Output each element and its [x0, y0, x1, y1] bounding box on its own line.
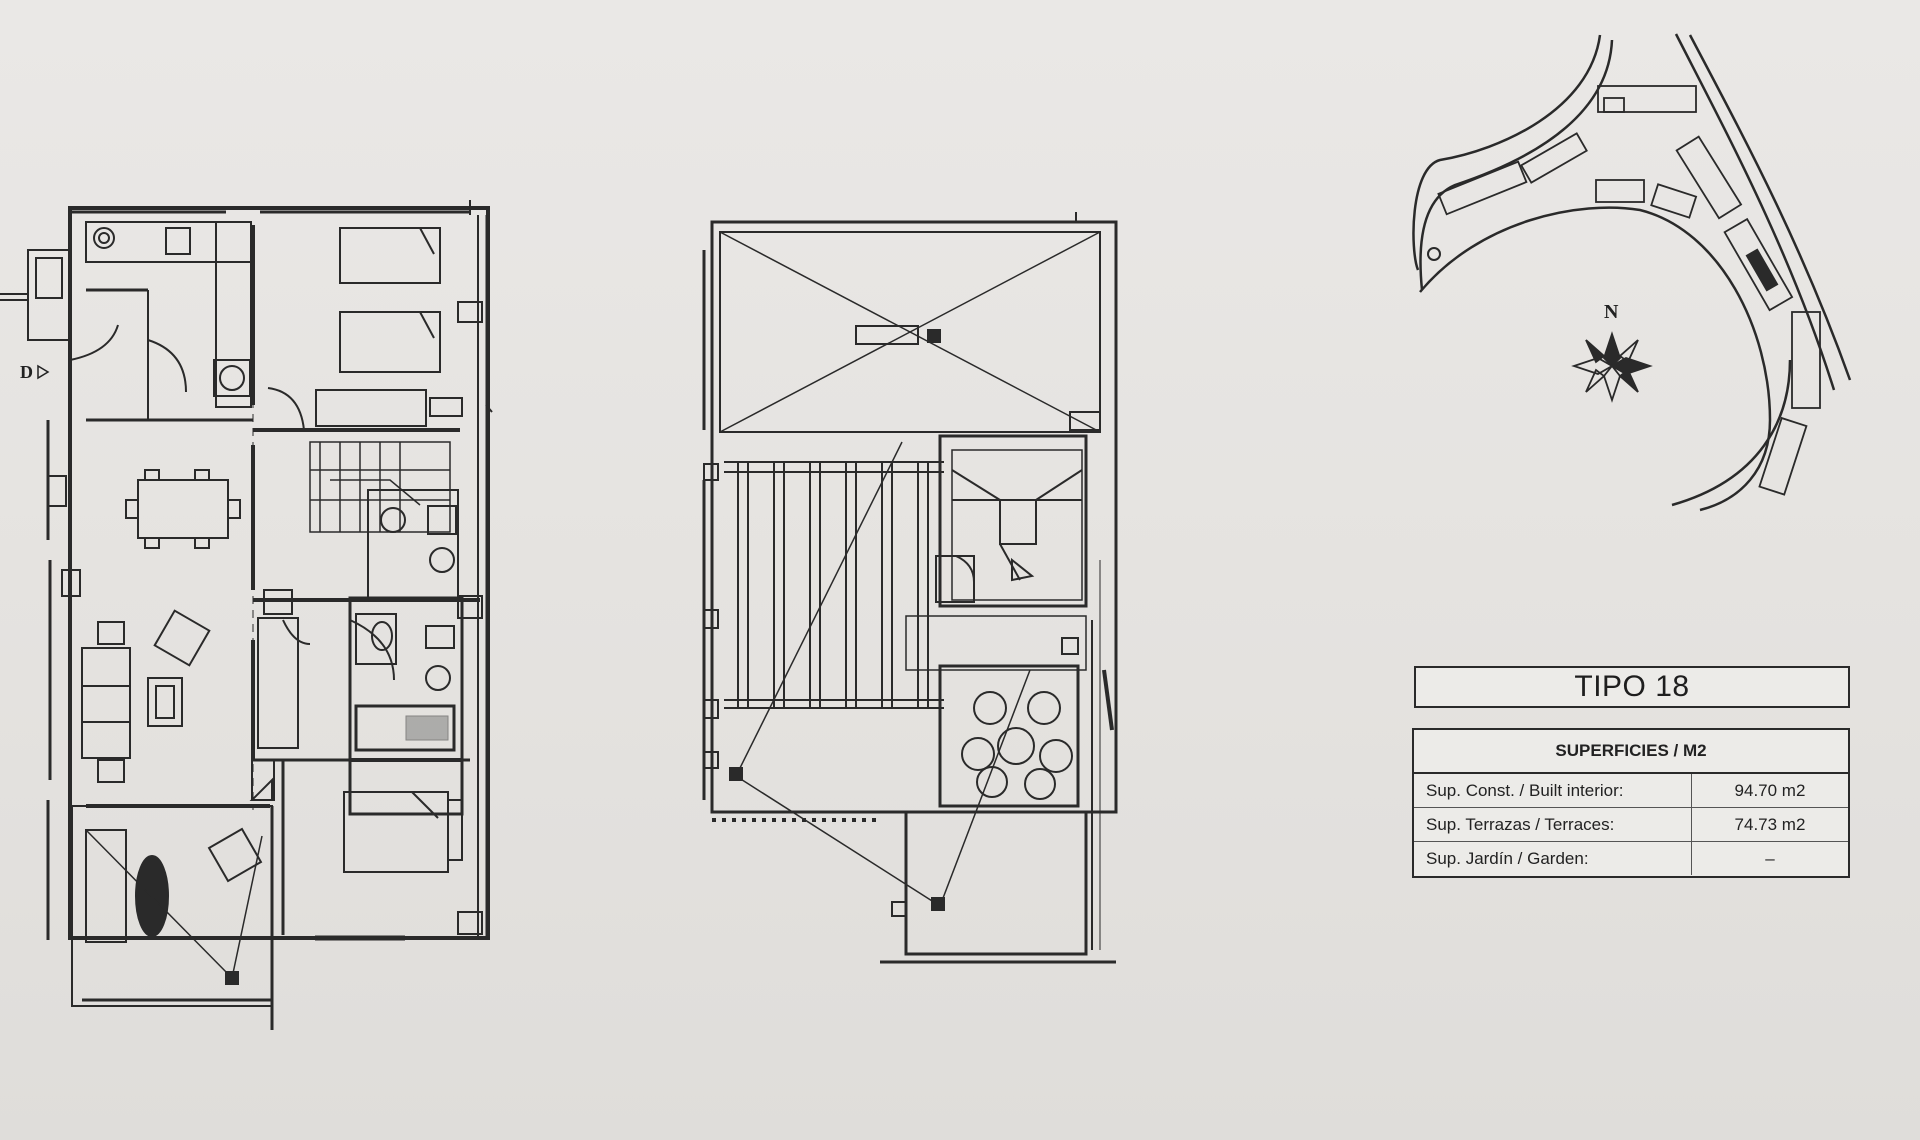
north-label: N [1604, 301, 1619, 323]
ground-floor-plan [0, 200, 493, 1030]
area-label: Sup. Jardín / Garden: [1414, 842, 1692, 875]
roof-plan [702, 212, 1118, 964]
area-value: 74.73 m2 [1734, 814, 1806, 834]
plan-type-label: TIPO 18 [1574, 670, 1690, 703]
area-table: SUPERFICIES / M2 Sup. Const. / Built int… [1412, 728, 1850, 878]
entrance-arrow-icon [37, 364, 50, 380]
area-table-header: SUPERFICIES / M2 [1414, 730, 1848, 774]
area-label: Sup. Terrazas / Terraces: [1414, 808, 1692, 841]
area-value: 94.70 m2 [1734, 780, 1806, 800]
area-row-terraces: Sup. Terrazas / Terraces: 74.73 m2 [1414, 808, 1848, 842]
site-plan [1412, 33, 1852, 512]
plan-type-box: TIPO 18 [1414, 666, 1850, 708]
entrance-marker: D [20, 362, 33, 382]
area-row-built: Sup. Const. / Built interior: 94.70 m2 [1414, 774, 1848, 808]
area-row-garden: Sup. Jardín / Garden: – [1414, 842, 1848, 875]
area-value: – [1765, 848, 1775, 868]
area-label: Sup. Const. / Built interior: [1414, 774, 1692, 807]
